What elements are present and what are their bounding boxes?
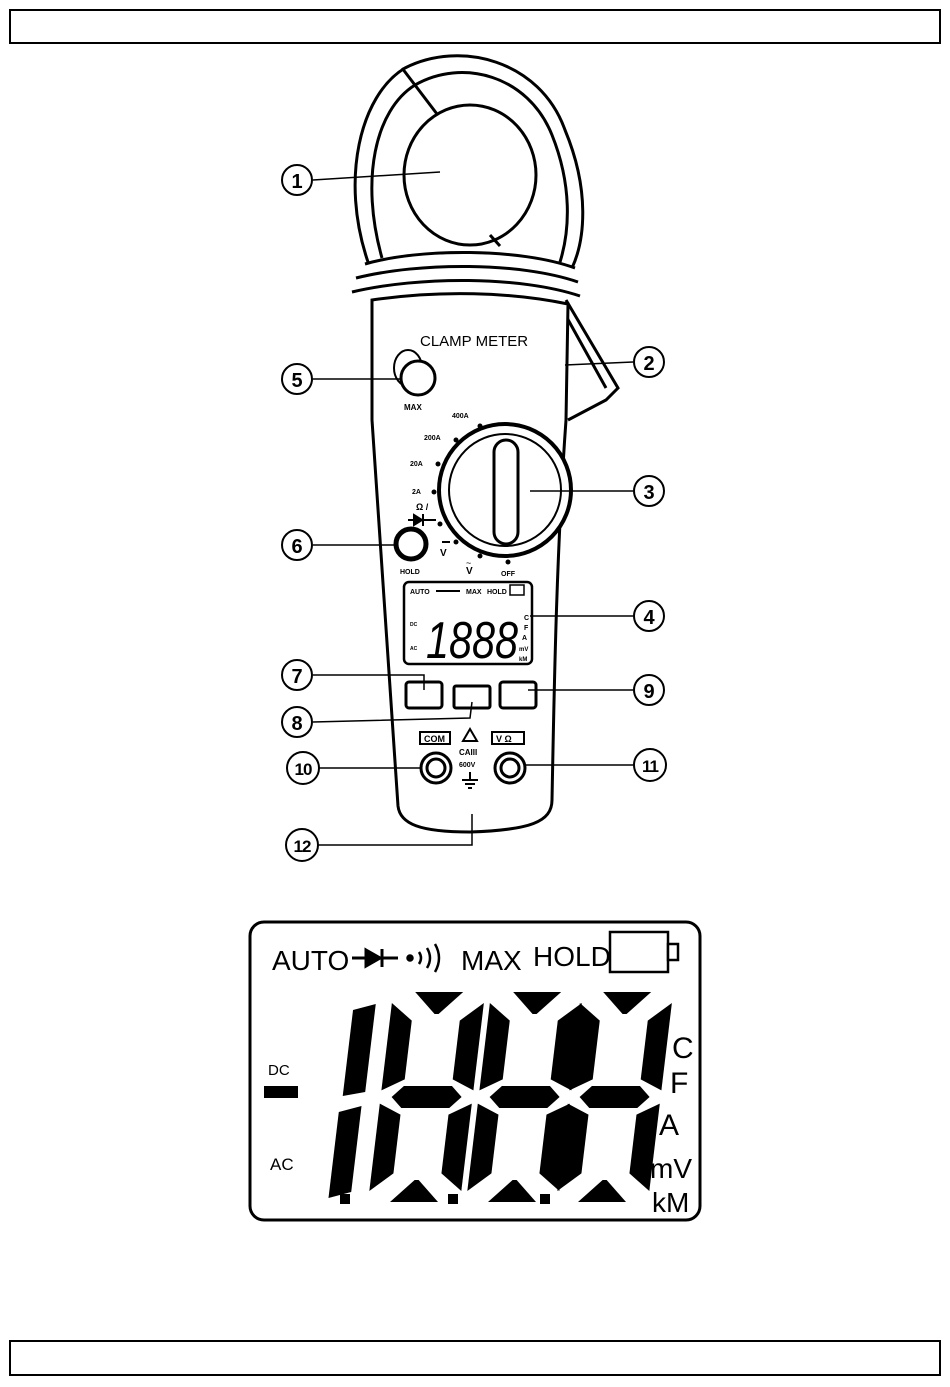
small-lcd-digits: 1888 xyxy=(426,612,518,670)
svg-text:2: 2 xyxy=(643,353,654,375)
rotary-selector[interactable] xyxy=(439,424,571,556)
v-ohm-terminal[interactable] xyxy=(495,753,525,783)
voltage-rating: 600V xyxy=(459,762,476,769)
lcd-digit-3-segment-g xyxy=(580,1086,650,1108)
svg-text:4: 4 xyxy=(643,607,655,629)
callout-12: 12 xyxy=(286,829,318,861)
lcd-unit-a: A xyxy=(659,1109,679,1142)
lcd-hold: HOLD xyxy=(533,941,611,972)
small-lcd-auto: AUTO xyxy=(410,589,430,596)
svg-text:3: 3 xyxy=(643,482,654,504)
lcd-battery-icon xyxy=(610,932,678,972)
max-button-label: MAX xyxy=(404,403,422,412)
small-lcd-ac: AC xyxy=(410,646,418,652)
range-label-2a: 2A xyxy=(412,489,421,496)
svg-text:7: 7 xyxy=(291,666,302,688)
range-label-ohm: Ω / xyxy=(416,502,429,512)
range-label-20a: 20A xyxy=(410,461,423,468)
range-label-400a: 400A xyxy=(452,413,469,420)
small-lcd-unit-a: A xyxy=(522,635,527,642)
range-label-vdc: V xyxy=(440,548,447,559)
svg-text:8: 8 xyxy=(291,713,302,735)
small-lcd-unit-km: kM xyxy=(519,657,527,663)
callout-8: 8 xyxy=(282,707,312,737)
hold-button[interactable] xyxy=(396,529,426,559)
callout-6: 6 xyxy=(282,530,312,560)
svg-text:10: 10 xyxy=(295,760,312,779)
callout-11: 11 xyxy=(634,749,666,781)
lcd-dc: DC xyxy=(268,1062,290,1079)
cat-rating: CAIII xyxy=(459,748,477,757)
lcd-decimal-point-1 xyxy=(340,1194,350,1204)
small-battery-icon xyxy=(510,585,524,595)
range-label-200a: 200A xyxy=(424,435,441,442)
v-ohm-terminal-label: V Ω xyxy=(496,734,512,744)
lcd-digit-1-segment-g xyxy=(392,1086,462,1108)
svg-text:9: 9 xyxy=(643,681,654,703)
svg-text:12: 12 xyxy=(294,837,311,856)
button-9[interactable] xyxy=(500,682,536,708)
trigger-lever xyxy=(566,300,618,420)
callout-7: 7 xyxy=(282,660,312,690)
svg-text:1: 1 xyxy=(291,171,302,193)
small-lcd-dc: DC xyxy=(410,622,418,628)
callout-10: 10 xyxy=(287,752,319,784)
small-lcd-hold: HOLD xyxy=(487,589,507,596)
com-terminal-label: COM xyxy=(424,734,445,744)
callout-1: 1 xyxy=(282,165,312,195)
small-lcd-unit-mv: mV xyxy=(519,647,528,653)
callout-5: 5 xyxy=(282,364,312,394)
svg-text:11: 11 xyxy=(642,757,659,776)
lcd-unit-km: kM xyxy=(652,1187,689,1218)
hold-button-label: HOLD xyxy=(400,569,420,576)
lcd-decimal-point-2 xyxy=(448,1194,458,1204)
clamp-collar xyxy=(352,252,580,296)
ac-tilde-icon: ~ xyxy=(466,558,471,568)
lcd-max: MAX xyxy=(461,945,522,976)
callout-2: 2 xyxy=(634,347,664,377)
callout-9: 9 xyxy=(634,675,664,705)
callout-3: 3 xyxy=(634,476,664,506)
small-lcd-unit-f: F xyxy=(524,625,529,632)
small-lcd-unit-c: C xyxy=(524,615,529,622)
svg-text:5: 5 xyxy=(291,370,302,392)
com-terminal[interactable] xyxy=(421,753,451,783)
lcd-unit-c: C xyxy=(672,1032,694,1065)
lcd-unit-mv: mV xyxy=(650,1153,692,1184)
lcd-minus-sign xyxy=(264,1086,298,1098)
lcd-degree-f: ° xyxy=(652,1058,661,1083)
meter-title: CLAMP METER xyxy=(420,333,528,350)
range-label-off: OFF xyxy=(501,571,516,578)
lcd-ac: AC xyxy=(270,1155,294,1174)
lcd-unit-f: F xyxy=(670,1067,688,1100)
small-lcd-max: MAX xyxy=(466,589,482,596)
svg-text:6: 6 xyxy=(291,536,302,558)
lcd-auto: AUTO xyxy=(272,945,349,976)
lcd-digit-2-segment-g xyxy=(490,1086,560,1108)
lcd-decimal-point-3 xyxy=(540,1194,550,1204)
lcd-degree-c: ° xyxy=(652,1020,661,1045)
callout-4: 4 xyxy=(634,601,664,631)
clamp-jaw xyxy=(355,56,583,268)
